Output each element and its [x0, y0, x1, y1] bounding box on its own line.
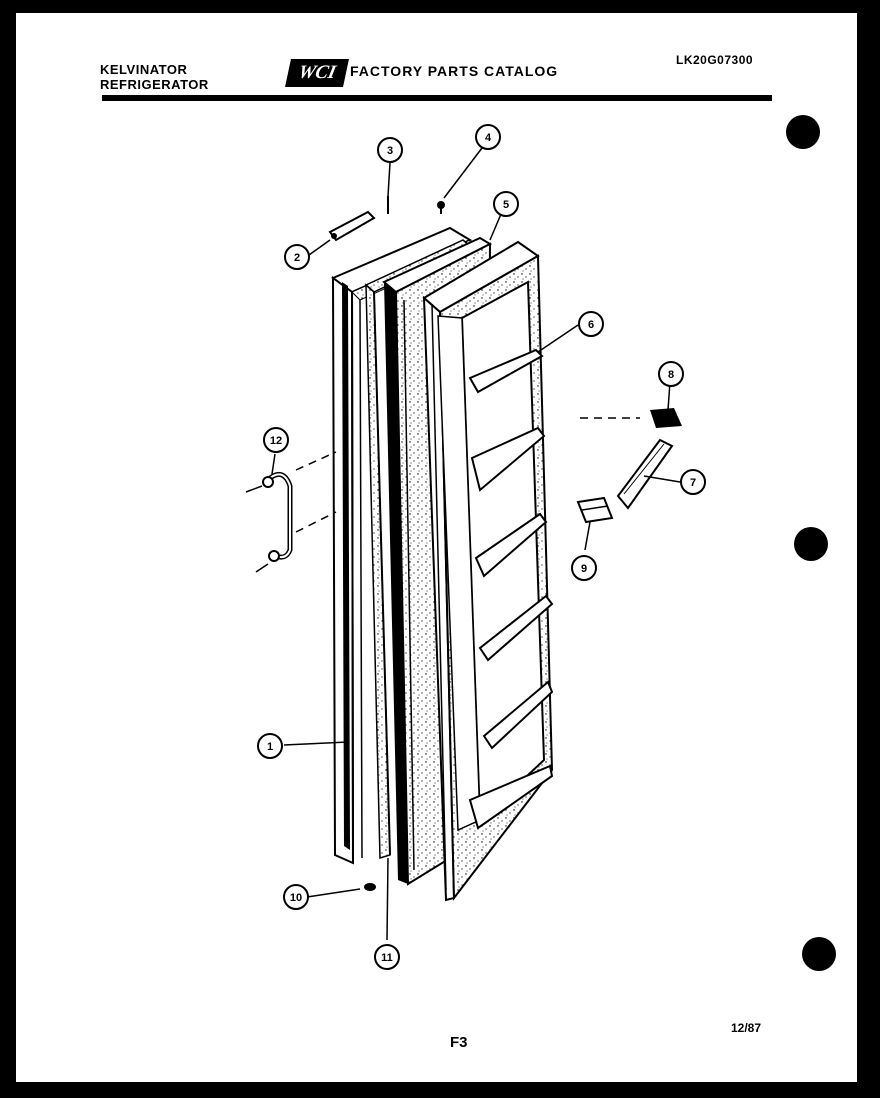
callout-5: 5 — [493, 191, 519, 217]
punch-hole-middle — [794, 527, 828, 561]
callout-11: 11 — [374, 944, 400, 970]
callout-2-label: 2 — [294, 252, 300, 264]
callout-6: 6 — [578, 311, 604, 337]
model-number: LK20G07300 — [676, 53, 754, 67]
inner-door-liner — [422, 240, 554, 902]
catalog-title: FACTORY PARTS CATALOG — [350, 63, 559, 79]
bottom-screw — [364, 883, 376, 891]
callout-6-label: 6 — [588, 319, 594, 331]
callout-12-label: 12 — [270, 435, 282, 447]
callout-9: 9 — [571, 555, 597, 581]
shelf-retainer-bar — [616, 438, 674, 510]
door-shelves — [468, 348, 554, 830]
callout-bubbles: 1 2 3 4 5 6 7 8 9 10 11 12 — [257, 124, 706, 970]
product-type: REFRIGERATOR — [100, 77, 209, 92]
callout-10-label: 10 — [290, 892, 302, 904]
catalog-date: 12/87 — [731, 1021, 762, 1035]
callout-7-label: 7 — [690, 477, 696, 489]
callout-4: 4 — [475, 124, 501, 150]
page-code: F3 — [450, 1034, 468, 1051]
callout-2: 2 — [284, 244, 310, 270]
retainer-clip-bottom — [576, 496, 614, 524]
door-handle — [245, 451, 337, 573]
callout-1: 1 — [257, 733, 283, 759]
screw-part-4 — [437, 201, 445, 214]
callout-leaders — [271, 147, 681, 941]
callout-3: 3 — [377, 137, 403, 163]
callout-10: 10 — [283, 884, 309, 910]
callout-3-label: 3 — [387, 145, 393, 157]
punch-hole-top — [786, 115, 820, 149]
callout-9-label: 9 — [581, 563, 587, 575]
callout-11-label: 11 — [381, 952, 393, 964]
callout-12: 12 — [263, 427, 289, 453]
brand-name: KELVINATOR — [100, 62, 188, 77]
callout-1-label: 1 — [267, 741, 273, 753]
callout-4-label: 4 — [485, 132, 492, 144]
punch-hole-bottom — [802, 937, 836, 971]
callout-8: 8 — [658, 361, 684, 387]
header-rule — [102, 95, 772, 101]
callout-5-label: 5 — [503, 199, 509, 211]
callout-7: 7 — [680, 469, 706, 495]
retainer-clip-top — [580, 408, 682, 428]
callout-8-label: 8 — [668, 369, 674, 381]
top-hinge — [328, 210, 376, 242]
